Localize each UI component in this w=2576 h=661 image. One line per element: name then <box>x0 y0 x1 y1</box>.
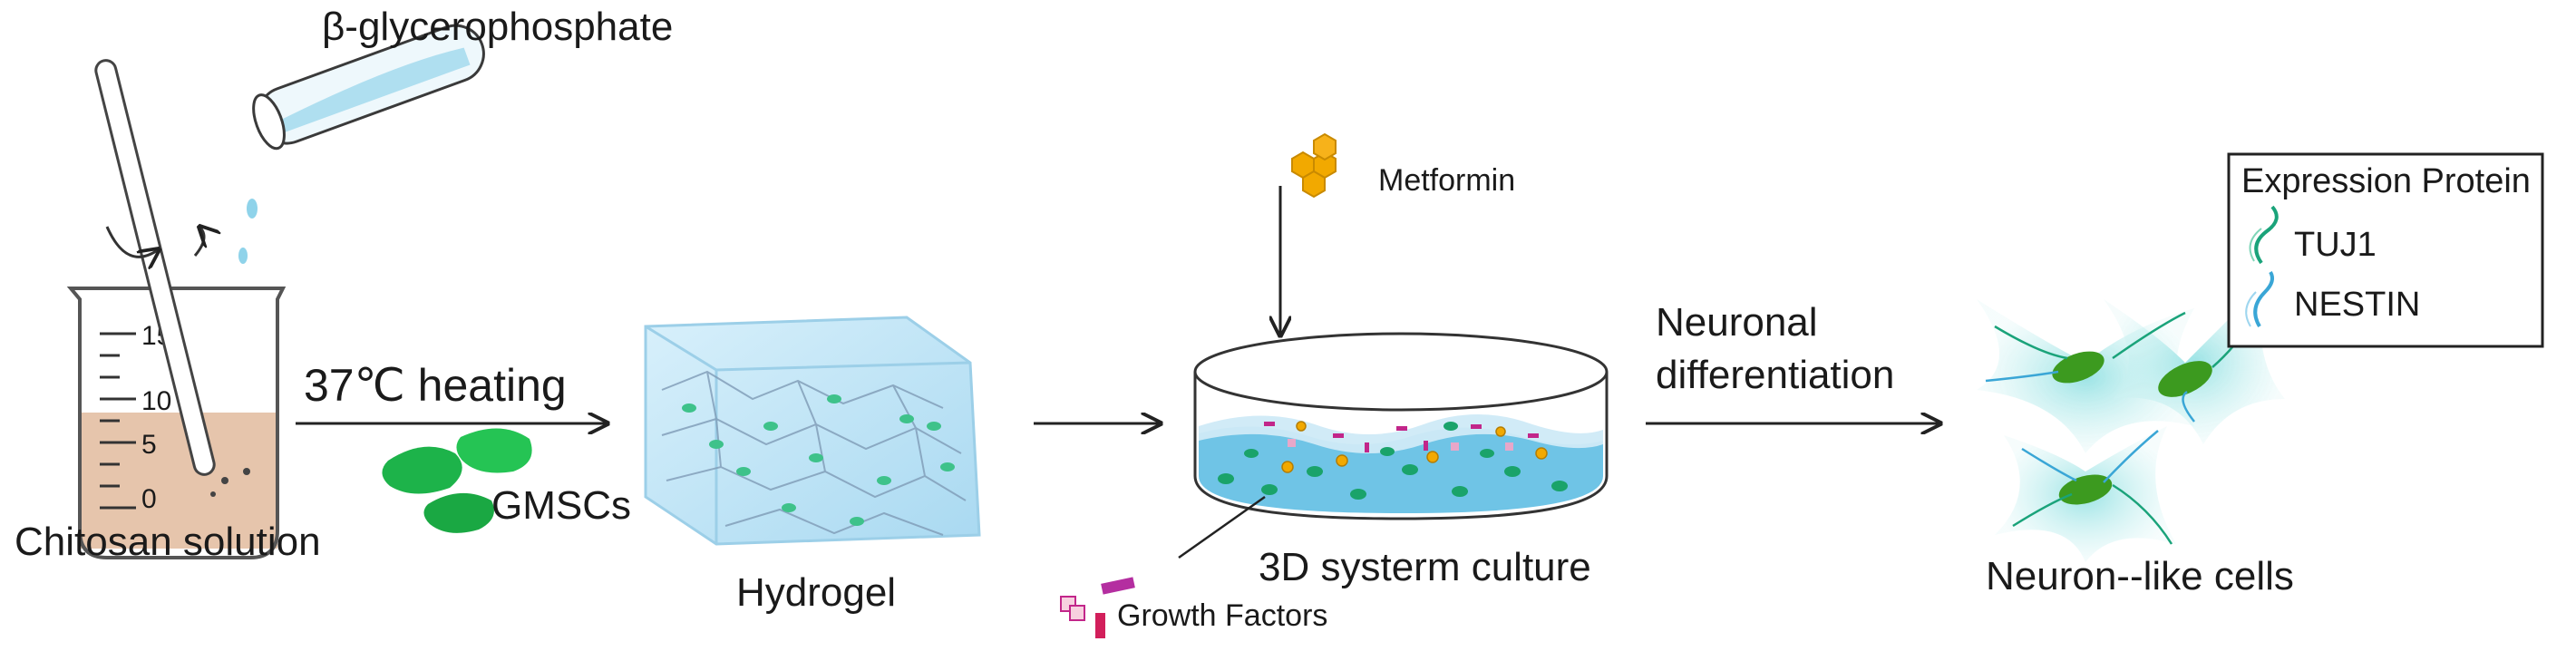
reagent-tube <box>238 24 485 264</box>
diff-label-line1: Neuronal <box>1656 300 1818 345</box>
reagent-label: β-glycerophosphate <box>322 5 673 49</box>
metformin-icon <box>1291 132 1337 199</box>
legend-box: Expression Protein TUJ1 NESTIN <box>2227 152 2544 348</box>
legend-tuj1-icon <box>2249 205 2279 265</box>
growth-factor-pointer <box>1178 495 1266 559</box>
scale-0: 0 <box>141 484 157 514</box>
hydrogel-label: Hydrogel <box>736 570 896 615</box>
growth-label: Growth Factors <box>1117 598 1327 633</box>
gmscs-cells <box>382 428 532 533</box>
beaker-label: Chitosan solution <box>15 520 321 564</box>
culture-label: 3D systerm culture <box>1259 545 1591 589</box>
hydrogel-block <box>644 316 981 546</box>
petri-dish <box>1193 332 1609 520</box>
legend-nestin-label: NESTIN <box>2294 286 2420 324</box>
growth-factors-icon <box>1060 577 1135 638</box>
neuron-label: Neuron--like cells <box>1986 554 2294 598</box>
heating-label: 37℃ heating <box>304 360 567 411</box>
beaker: 15 10 5 0 <box>66 59 287 559</box>
scale-10: 10 <box>141 386 171 416</box>
scale-5: 5 <box>141 430 157 460</box>
legend-nestin-icon <box>2245 270 2274 328</box>
diff-label-line2: differentiation <box>1656 353 1894 397</box>
metformin-label: Metformin <box>1378 163 1515 198</box>
gmscs-label: GMSCs <box>491 483 631 528</box>
legend-title: Expression Protein <box>2241 162 2531 200</box>
legend-tuj1-label: TUJ1 <box>2294 226 2377 264</box>
